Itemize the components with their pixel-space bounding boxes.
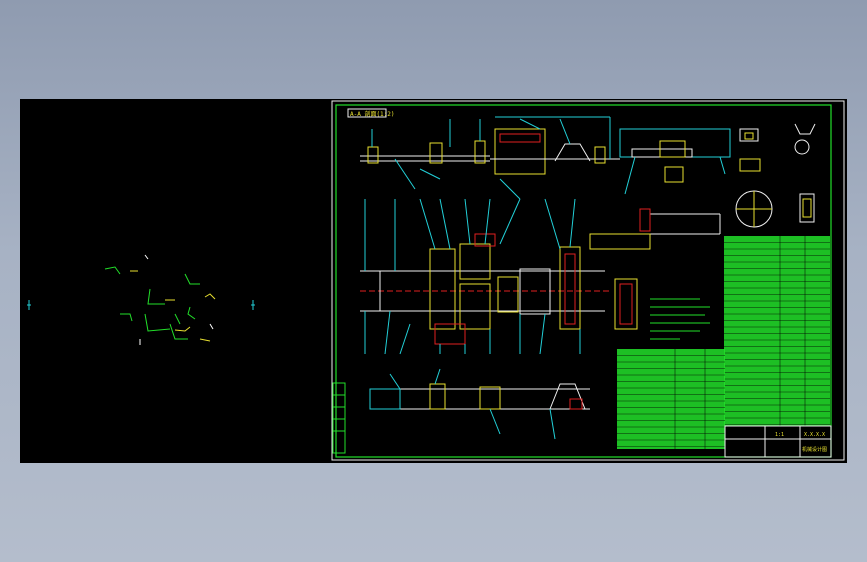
title-block: X.X.X.X 机械设计图 1:1 — [724, 425, 832, 458]
view-title-tag: A-A 剖面(1:2) — [347, 108, 395, 118]
parts-list-right — [724, 236, 830, 426]
scale-mark: 1:1 — [775, 432, 784, 438]
top-section-view — [360, 116, 620, 200]
technical-notes — [650, 298, 710, 340]
detail-views — [735, 123, 816, 228]
mid-right-view — [589, 208, 721, 330]
title-block-name: 机械设计图 — [802, 446, 827, 453]
parts-list-bottom — [617, 349, 725, 449]
bottom-section-view — [369, 368, 590, 440]
title-block-code: X.X.X.X — [804, 432, 825, 438]
left-sketch-fragments — [27, 254, 255, 345]
top-right-view — [619, 128, 731, 195]
cad-viewport[interactable]: A-A 剖面(1:2) — [20, 99, 847, 463]
drawing-sheet — [331, 100, 845, 461]
view-title: A-A 剖面(1:2) — [350, 110, 395, 118]
main-section-view — [360, 198, 610, 355]
